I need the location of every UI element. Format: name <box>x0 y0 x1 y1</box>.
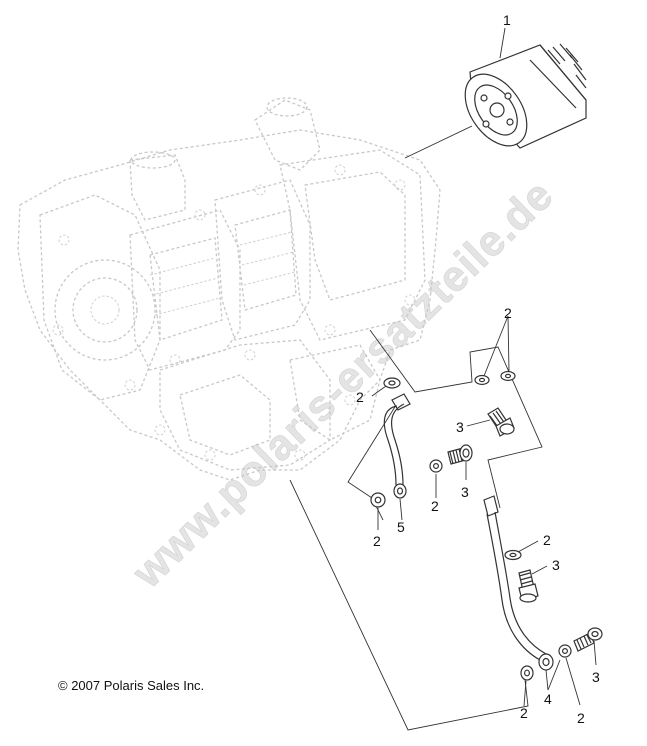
washer-bottom-b <box>558 644 572 658</box>
callout-3-bottom: 3 <box>592 669 600 685</box>
washer-top-right-a <box>474 374 490 386</box>
callout-3-lower: 3 <box>552 557 560 573</box>
bolt-middle <box>447 444 473 465</box>
watermark-text: www.polaris-ersatzteile.de <box>123 171 563 598</box>
callout-5: 5 <box>397 519 405 535</box>
callout-labels: 1 2 2 3 3 2 2 5 2 3 3 4 2 2 <box>356 12 600 726</box>
bolt-bottom <box>573 627 603 652</box>
washer-top-right-b <box>500 370 516 382</box>
callout-1: 1 <box>503 12 511 28</box>
copyright-text: © 2007 Polaris Sales Inc. <box>58 678 204 693</box>
callout-2-left-top: 2 <box>356 389 364 405</box>
leader-lines <box>371 315 597 707</box>
callout-2-top-right: 2 <box>504 305 512 321</box>
callout-4: 4 <box>544 691 552 707</box>
oil-filter <box>404 27 587 159</box>
callout-3-middle: 3 <box>461 484 469 500</box>
washer-left-top <box>383 377 401 389</box>
bolt-lower <box>518 569 539 603</box>
callout-2-bottom-b: 2 <box>577 710 585 726</box>
washer-bottom-a <box>520 665 534 681</box>
callout-2-left-bottom: 2 <box>373 533 381 549</box>
bolt-right <box>487 407 515 437</box>
assembly-frame-lines <box>289 329 561 731</box>
washer-left-bottom <box>370 492 386 508</box>
engine-block-outline <box>17 97 441 481</box>
washer-lower-right <box>504 549 522 561</box>
oil-tube-lower <box>483 495 554 671</box>
callout-2-lower-right: 2 <box>543 532 551 548</box>
callout-3-right: 3 <box>456 419 464 435</box>
oil-tube-upper <box>383 393 411 499</box>
leader-line-filter <box>499 27 506 59</box>
washer-middle <box>429 459 443 473</box>
callout-2-middle: 2 <box>431 498 439 514</box>
callout-2-bottom-a: 2 <box>520 705 528 721</box>
